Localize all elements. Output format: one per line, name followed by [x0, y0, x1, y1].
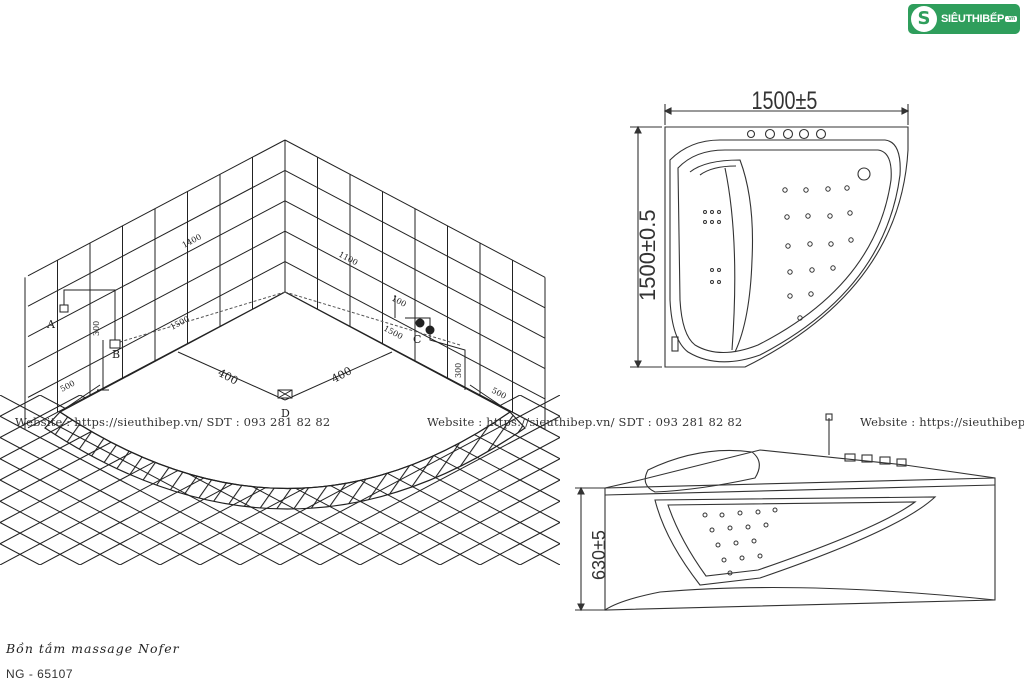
jet-icon [797, 315, 803, 321]
jet-icon [763, 522, 769, 528]
watermark-middle: Website : https://sieuthibep.vn/ SDT : 0… [427, 415, 743, 429]
jet-icon [727, 570, 733, 576]
jet-icon [737, 510, 743, 516]
jet-icon [733, 540, 739, 546]
product-model: NG - 65107 [6, 667, 74, 681]
tile-line [284, 169, 546, 309]
tile-line [319, 436, 560, 565]
tile-line [284, 261, 546, 400]
brand-logo[interactable]: S SIÊUTHIBẾP.vn [908, 4, 1020, 34]
tile-line [27, 261, 286, 398]
tile-line [399, 479, 560, 565]
tile-line [0, 521, 81, 565]
jet-icon [847, 210, 853, 216]
dim-edge-right: 500 [490, 386, 508, 401]
jet-icon [710, 210, 714, 214]
jet-icon [703, 220, 707, 224]
dim-offset-c: 100 [390, 294, 408, 309]
left-wall-tiles [24, 139, 286, 430]
jet-icon [830, 265, 836, 271]
jet-icon [848, 237, 854, 243]
watermark-right: Website : https://sieuthibep [860, 415, 1024, 429]
tile-line [27, 169, 286, 307]
dim-wall-left: 1400 [181, 232, 203, 250]
tub-side-view [575, 413, 996, 612]
label-c: C [413, 333, 421, 346]
installation-plan [0, 139, 560, 565]
dim-height-b: 300 [92, 321, 101, 336]
jet-icon [755, 509, 761, 515]
jet-icon [721, 557, 727, 563]
label-a: A [46, 318, 56, 331]
dim-floor-right: 1500 [382, 324, 404, 342]
side-view-jets [702, 507, 778, 576]
jet-icon [827, 213, 833, 219]
tile-line [359, 458, 560, 565]
jet-icon [717, 268, 721, 272]
jet-icon [717, 210, 721, 214]
jet-icon [805, 213, 811, 219]
watermark-left: Website : https://sieuthibep.vn/ SDT : 0… [15, 415, 331, 429]
jet-icon [757, 553, 763, 559]
logo-tld: .vn [1005, 16, 1017, 23]
jet-icon [709, 527, 715, 533]
dim-edge-left: 500 [59, 379, 77, 394]
tile-line [284, 200, 546, 339]
jet-icon [719, 512, 725, 518]
tile-line [479, 521, 560, 565]
tile-line [27, 230, 286, 368]
jet-icon [715, 542, 721, 548]
tub-apron-hatched [44, 411, 526, 510]
tub-top-view [630, 104, 910, 369]
jet-icon [807, 241, 813, 247]
tile-line [0, 479, 161, 565]
tile-line [439, 500, 560, 565]
jet-icon [717, 280, 721, 284]
jet-icon [751, 538, 757, 544]
tile-line [284, 230, 546, 370]
tile-line [479, 395, 560, 439]
logo-mark-icon: S [911, 6, 937, 32]
product-name: Bồn tắm massage Nofer [6, 641, 180, 656]
tile-line [27, 200, 286, 338]
jet-icon [808, 291, 814, 297]
logo-text: SIÊUTHIBẾP [941, 13, 1005, 25]
tile-line [0, 500, 121, 565]
tile-line [284, 139, 546, 278]
jet-icon [717, 220, 721, 224]
jet-icon [727, 525, 733, 531]
jet-icon [703, 210, 707, 214]
jet-icon [825, 186, 831, 192]
jet-icon [782, 187, 788, 193]
label-b: B [112, 348, 120, 361]
tile-line [27, 139, 286, 277]
jet-icon [803, 187, 809, 193]
jet-icon [809, 267, 815, 273]
jet-icon [710, 280, 714, 284]
tile-line [0, 395, 81, 439]
tile-line [279, 415, 560, 565]
jet-icon [787, 293, 793, 299]
jet-icon [745, 524, 751, 530]
top-view-width-label: 1500±5 [752, 86, 818, 115]
jet-icon [710, 268, 714, 272]
top-view-depth-label: 1500±0.5 [635, 209, 660, 301]
jet-icon [739, 555, 745, 561]
jet-icon [702, 512, 708, 518]
dim-height-right: 300 [454, 363, 463, 378]
jet-icon [772, 507, 778, 513]
jet-icon [787, 269, 793, 275]
jet-icon [710, 220, 714, 224]
label-d: D [281, 407, 290, 420]
jet-icon [785, 243, 791, 249]
top-view-jets [703, 185, 854, 321]
jet-icon [828, 241, 834, 247]
side-view-height-label: 630±5 [589, 530, 609, 580]
jet-icon [844, 185, 850, 191]
jet-icon [784, 214, 790, 220]
